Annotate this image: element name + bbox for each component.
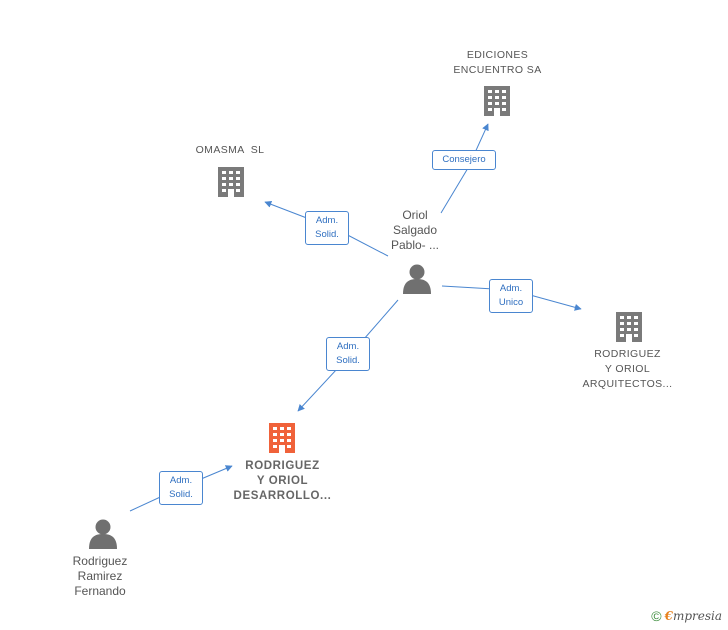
building-icon[interactable] bbox=[218, 167, 244, 197]
person-icon[interactable] bbox=[89, 519, 117, 550]
edge-label-consejero[interactable]: Consejero bbox=[432, 150, 496, 170]
building-icon[interactable] bbox=[269, 423, 295, 453]
footer-brand[interactable]: © €mpresia bbox=[651, 608, 722, 624]
node-label-arquitectos[interactable]: RODRIGUEZ Y ORIOL ARQUITECTOS... bbox=[582, 348, 673, 390]
node-label-omasma[interactable]: OMASMA SL bbox=[195, 144, 265, 156]
person-icon[interactable] bbox=[403, 264, 431, 295]
node-label-oriol[interactable]: Oriol Salgado Pablo- ... bbox=[390, 208, 440, 252]
edge-label-arquitectos[interactable]: Adm. Unico bbox=[489, 279, 533, 313]
edge-label-omasma[interactable]: Adm. Solid. bbox=[305, 211, 349, 245]
building-icon[interactable] bbox=[484, 86, 510, 116]
node-label-ediciones[interactable]: EDICIONES ENCUENTRO SA bbox=[453, 49, 542, 76]
copyright-symbol: © bbox=[651, 608, 662, 624]
building-icon[interactable] bbox=[616, 312, 642, 342]
brand-logo: €mpresia bbox=[664, 609, 722, 623]
edge-label-fernando[interactable]: Adm. Solid. bbox=[159, 471, 203, 505]
node-label-fernando[interactable]: Rodriguez Ramirez Fernando bbox=[72, 554, 128, 598]
edge-label-desarrollo[interactable]: Adm. Solid. bbox=[326, 337, 370, 371]
node-label-desarrollo[interactable]: RODRIGUEZ Y ORIOL DESARROLLO... bbox=[233, 460, 332, 502]
